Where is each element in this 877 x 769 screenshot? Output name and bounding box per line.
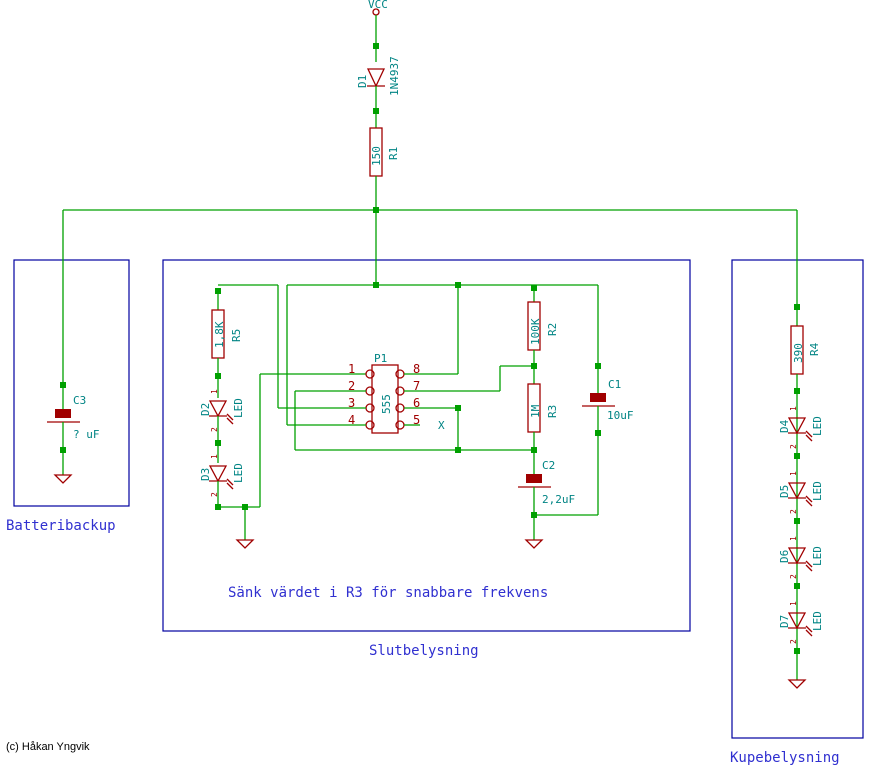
r1-ref: R1 — [387, 147, 400, 160]
r3-value: 1M — [529, 404, 542, 418]
d5-ref: D5 — [778, 485, 791, 498]
led-d2 — [208, 400, 234, 425]
d5-pin2: 2 — [789, 509, 798, 514]
capacitor-c2 — [518, 474, 551, 488]
led-d3 — [208, 465, 234, 490]
pin-2: 2 — [348, 379, 355, 393]
d5-pin1: 1 — [789, 471, 798, 476]
r4-value: 390 — [792, 343, 805, 363]
led-d5 — [787, 482, 813, 507]
d7-value: LED — [811, 611, 824, 631]
frame-batteribackup — [13, 259, 130, 507]
p1-value: 555 — [380, 394, 393, 414]
led-d6 — [787, 547, 813, 572]
r5-value: 1,8K — [213, 321, 226, 348]
ground-symbol — [787, 679, 807, 689]
ground-symbol — [53, 474, 73, 484]
d7-pin2: 2 — [789, 639, 798, 644]
d1-ref: D1 — [356, 75, 369, 88]
d4-pin2: 2 — [789, 444, 798, 449]
pin-3: 3 — [348, 396, 355, 410]
d5-value: LED — [811, 481, 824, 501]
d3-ref: D3 — [199, 468, 212, 481]
ic-555-body — [371, 364, 399, 434]
d1-value: 1N4937 — [388, 56, 401, 96]
frame-slutbelysning — [162, 259, 691, 632]
led-d7 — [787, 612, 813, 637]
d2-pin2: 2 — [210, 427, 219, 432]
section-label-kupebelysning: Kupebelysning — [730, 750, 840, 766]
d4-ref: D4 — [778, 419, 791, 433]
d2-value: LED — [232, 398, 245, 418]
c2-ref: C2 — [542, 459, 555, 472]
copyright-note: (c) Håkan Yngvik — [6, 741, 90, 753]
vcc-label: VCC — [368, 0, 388, 11]
r4-ref: R4 — [808, 342, 821, 356]
pin-5: 5 — [413, 413, 420, 427]
led-d4 — [787, 417, 813, 442]
d2-ref: D2 — [199, 403, 212, 416]
capacitor-c1 — [582, 393, 615, 407]
d3-pin1: 1 — [210, 454, 219, 459]
capacitor-c3 — [47, 409, 80, 423]
c3-value: ? uF — [73, 428, 100, 441]
c1-value: 10uF — [607, 409, 634, 422]
d6-pin1: 1 — [789, 536, 798, 541]
r5-ref: R5 — [230, 329, 243, 342]
r2-ref: R2 — [546, 323, 559, 336]
ground-symbol — [524, 539, 544, 549]
c2-value: 2,2uF — [542, 493, 575, 506]
d6-ref: D6 — [778, 550, 791, 563]
d6-value: LED — [811, 546, 824, 566]
d2-pin1: 1 — [210, 389, 219, 394]
d7-pin1: 1 — [789, 601, 798, 606]
r1-value: 150 — [370, 146, 383, 166]
pin-7: 7 — [413, 379, 420, 393]
p1-ref: P1 — [374, 352, 387, 365]
d3-value: LED — [232, 463, 245, 483]
r2-value: 100K — [529, 318, 542, 345]
section-label-batteribackup: Batteribackup — [6, 518, 116, 534]
d6-pin2: 2 — [789, 574, 798, 579]
pin-5-nc: X — [438, 419, 445, 432]
c3-ref: C3 — [73, 394, 86, 407]
d7-ref: D7 — [778, 615, 791, 628]
pin-4: 4 — [348, 413, 355, 427]
design-note: Sänk värdet i R3 för snabbare frekvens — [228, 585, 548, 601]
diode-d1 — [366, 68, 386, 88]
ground-symbol — [235, 539, 255, 549]
pin-8: 8 — [413, 362, 420, 376]
d4-value: LED — [811, 416, 824, 436]
c1-ref: C1 — [608, 378, 621, 391]
section-label-slutbelysning: Slutbelysning — [369, 643, 479, 659]
d3-pin2: 2 — [210, 492, 219, 497]
d4-pin1: 1 — [789, 406, 798, 411]
junctions — [60, 43, 800, 654]
r3-ref: R3 — [546, 405, 559, 418]
pin-6: 6 — [413, 396, 420, 410]
pin-1: 1 — [348, 362, 355, 376]
